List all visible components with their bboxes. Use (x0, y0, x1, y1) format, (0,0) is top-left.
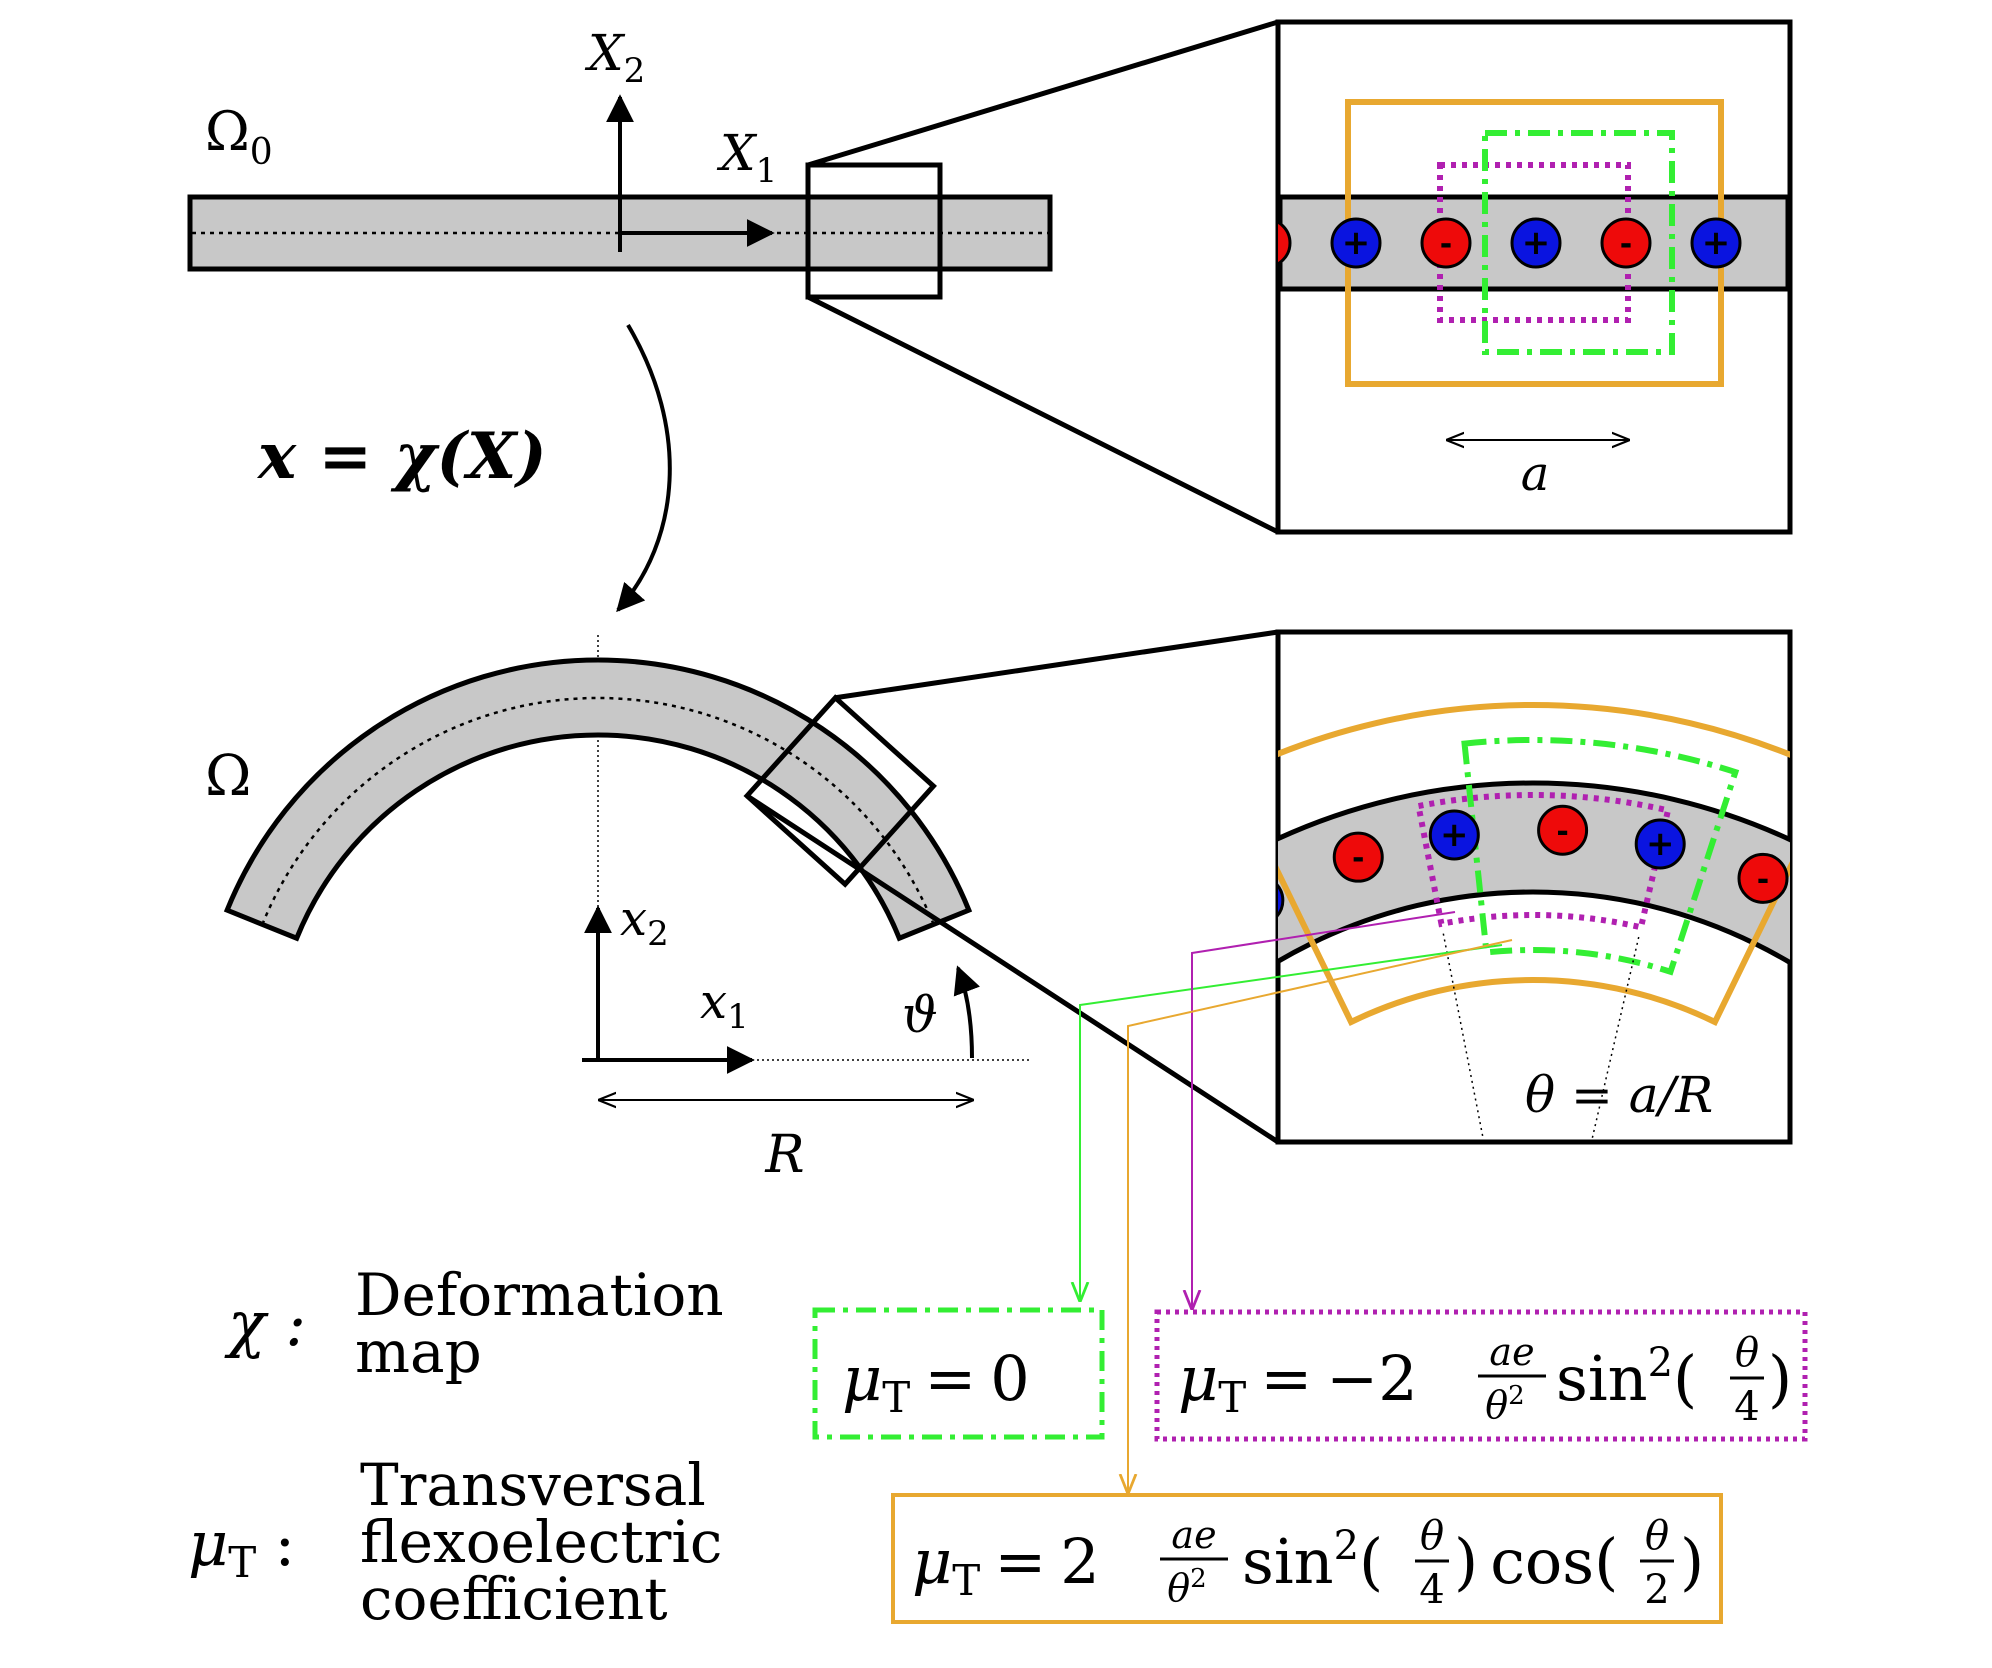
svg-text:-: - (1620, 227, 1632, 262)
negative-charge: - (1161, 925, 1209, 973)
reference-configuration: X2 X1 Ω0 (187, 19, 1280, 535)
green-leader (1080, 944, 1503, 1300)
negative-charge: - (1737, 852, 1789, 904)
formula-green: μT=0 (812, 1307, 1105, 1440)
vartheta-label: ϑ (902, 986, 938, 1044)
theta-arc (1496, 1180, 1578, 1185)
frac-num: ae (1489, 1330, 1534, 1374)
zoom-line-bottom-lower (745, 793, 1280, 1145)
omega-label: Ω (205, 744, 251, 809)
negative-charge: - (1537, 804, 1589, 856)
green-cell-bottom (1461, 737, 1740, 976)
svg-text:+: + (1702, 223, 1731, 263)
negative-charge: - (1332, 831, 1384, 883)
bent-beam (223, 657, 973, 942)
frac-num: ae (1171, 1513, 1216, 1557)
zoom-window-bottom (743, 694, 937, 888)
formula-orange: μT=2 ae θ2 sin2( θ 4 )cos( θ 2 ) (891, 1493, 1723, 1624)
svg-text:+: + (1440, 815, 1469, 855)
X1-label: X1 (716, 124, 777, 191)
inset-deformed: - + - + - + - θ = a/R (1161, 629, 1793, 1185)
formula-magenta-lhs: μT=−2 (1178, 1342, 1418, 1422)
X2-label: X2 (584, 24, 645, 91)
angle-rays (1442, 933, 1640, 1142)
negative-charge: - (1260, 220, 1292, 266)
legend-mu-line3: coefficient (360, 1565, 668, 1633)
svg-text:+: + (1522, 223, 1551, 263)
positive-charge: + (1690, 217, 1742, 269)
map-equation: x = χ(X) (256, 419, 547, 494)
charge-row-bottom: - + - + - + - (1161, 804, 1789, 973)
x2-label: x2 (620, 891, 669, 954)
formula-orange-cos: )cos( (1454, 1525, 1618, 1598)
rparen: ) (1680, 1525, 1704, 1598)
deformation-arrow (616, 323, 672, 613)
inset-reference: - + - + - + a (1260, 19, 1793, 535)
svg-text:-: - (1179, 933, 1191, 968)
frac-den: θ2 (1167, 1564, 1206, 1610)
positive-charge: + (1510, 217, 1562, 269)
svg-text:-: - (1757, 862, 1769, 897)
legend-mu-symbol: μT: (188, 1507, 295, 1587)
formula-orange-lhs: μT=2 (912, 1525, 1100, 1605)
angle-arc-arrow (953, 965, 981, 1059)
zoom-line-top-upper (807, 19, 1279, 168)
frac-theta: θ (1735, 1330, 1759, 1376)
zoom-line-top-lower (806, 294, 1280, 535)
frac-four: 4 (1419, 1567, 1444, 1613)
positive-charge: + (1245, 880, 1285, 920)
deformed-configuration: x2 x1 ϑ R Ω (205, 629, 1280, 1185)
frac-two: 2 (1644, 1567, 1669, 1613)
x1-label: x1 (700, 974, 749, 1037)
magenta-leader (1192, 911, 1456, 1308)
rparen: ) (1768, 1342, 1792, 1415)
orange-cell-bottom (1278, 702, 1790, 1027)
legend-mu-line1: Transversal (360, 1451, 706, 1519)
green-cell-top (1482, 130, 1675, 355)
R-label: R (764, 1125, 804, 1185)
svg-text:-: - (1260, 227, 1272, 262)
formula-magenta: μT=−2 ae θ2 sin2( θ 4 ) (1154, 1309, 1808, 1442)
zoom-window-bent (743, 694, 937, 888)
omega0-label: Ω0 (205, 100, 273, 173)
positive-charge: + (1428, 809, 1480, 861)
svg-text:+: + (1342, 223, 1371, 263)
frac-den: θ2 (1485, 1381, 1524, 1427)
legend-mu-line2: flexoelectric (360, 1508, 722, 1576)
svg-text:+: + (1245, 880, 1274, 920)
zoom-window-top (805, 162, 943, 300)
svg-text:-: - (1440, 227, 1452, 262)
legend-chi-line2: map (355, 1318, 482, 1386)
a-label: a (1521, 446, 1550, 502)
svg-text:-: - (1352, 841, 1364, 876)
zoom-line-bottom-upper (834, 629, 1279, 701)
svg-text:+: + (1646, 824, 1675, 864)
frac-theta: θ (1420, 1513, 1444, 1559)
legend: χ : Deformation map μT: Transversal flex… (188, 1261, 724, 1633)
svg-text:-: - (1556, 814, 1568, 849)
formula-green-text: μT=0 (842, 1342, 1030, 1422)
orange-leader (1128, 939, 1513, 1492)
legend-chi-symbol: χ : (224, 1287, 306, 1360)
legend-chi-line1: Deformation (355, 1261, 724, 1329)
charge-row-top: - + - + - + (1260, 217, 1742, 269)
negative-charge: - (1600, 217, 1652, 269)
theta-equation: θ = a/R (1525, 1066, 1713, 1124)
formula-orange-sin: sin2( (1242, 1523, 1383, 1598)
positive-charge: + (1634, 818, 1686, 870)
positive-charge: + (1330, 217, 1382, 269)
formula-magenta-sin: sin2( (1556, 1340, 1697, 1415)
frac-four: 4 (1734, 1384, 1759, 1430)
frac-theta-2: θ (1645, 1513, 1669, 1559)
negative-charge: - (1420, 217, 1472, 269)
